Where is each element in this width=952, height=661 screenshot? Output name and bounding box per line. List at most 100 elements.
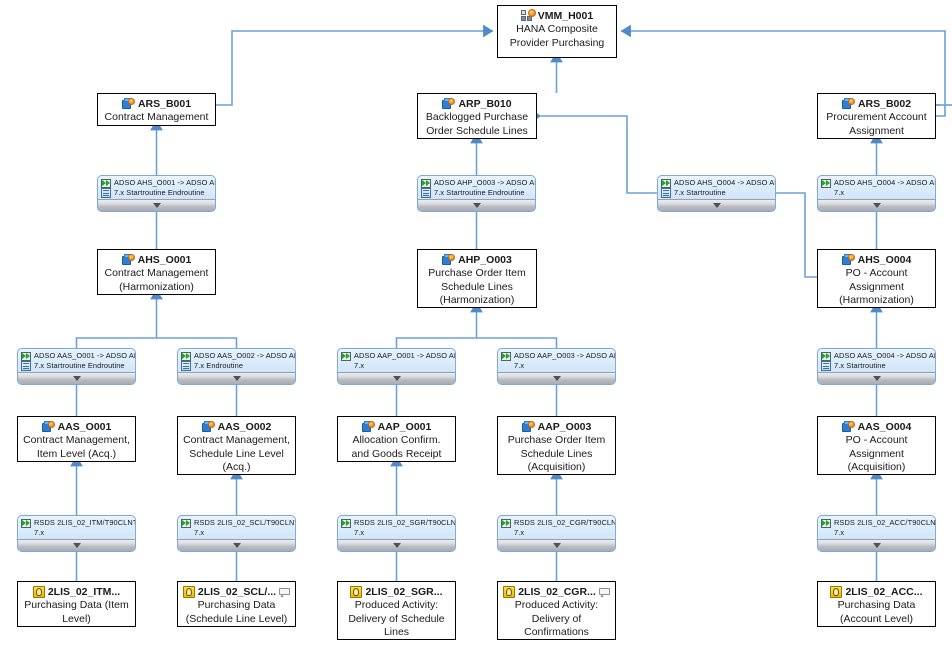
chevron-down-icon[interactable] [392, 543, 401, 548]
transformation-source-target-text: ADSO AAS_O004 -> ADSO AH... [834, 351, 936, 360]
transformation-expand-bar[interactable] [498, 539, 615, 551]
node-title: 2LIS_02_SGR... [338, 585, 455, 599]
transformation-expand-bar[interactable] [338, 372, 455, 384]
cube-icon [841, 421, 855, 433]
node-description-line: Provider Purchasing [509, 36, 605, 49]
node-description-line: Purchase Order Item [428, 267, 526, 279]
transformation-routines: 7.x [818, 188, 935, 198]
node-description-line: Produced Activity: [514, 599, 599, 611]
transformation-expand-bar[interactable] [178, 539, 295, 551]
transformation-tr_ds_scl[interactable]: RSDS 2LIS_02_SCL/T90CLNTO...7.x [177, 515, 296, 552]
cube-icon [41, 421, 55, 433]
transformation-source-target-text: RSDS 2LIS_02_CGR/T90CLNTO... [514, 518, 616, 527]
node-2lis_02_cgr[interactable]: 2LIS_02_CGR...Produced Activity:Delivery… [497, 581, 616, 640]
node-description-line: Allocation Confirm. [352, 434, 441, 446]
transformation-tr_aas_o002_ahs[interactable]: ADSO AAS_O002 -> ADSO AH...7.x Endroutin… [177, 348, 296, 385]
transformation-expand-bar[interactable] [98, 199, 215, 211]
transformation-expand-bar[interactable] [658, 199, 775, 211]
cube-icon [841, 98, 855, 110]
chevron-down-icon[interactable] [872, 203, 881, 208]
transformation-tr_ahs_o004_ars[interactable]: ADSO AHS_O004 -> ADSO AR...7.x [817, 175, 936, 212]
node-description-line: Confirmations [524, 626, 589, 638]
transformation-routines-text: 7.x Startroutine Endroutine [434, 188, 525, 197]
node-title-text: 2LIS_02_ACC... [845, 586, 923, 598]
chevron-down-icon[interactable] [392, 376, 401, 381]
chevron-down-icon[interactable] [232, 376, 241, 381]
transformation-tr_ds_acc[interactable]: RSDS 2LIS_02_ACC/T90CLNTO...7.x [817, 515, 936, 552]
chevron-down-icon[interactable] [152, 203, 161, 208]
transformation-tr_ds_sgr[interactable]: RSDS 2LIS_02_SGR/T90CLNTO...7.x [337, 515, 456, 552]
transformation-tr_ahs_o001_ars[interactable]: ADSO AHS_O001 -> ADSO AR...7.x Startrout… [97, 175, 216, 212]
transformation-expand-bar[interactable] [818, 199, 935, 211]
transformation-tr_aas_o004_ahs[interactable]: ADSO AAS_O004 -> ADSO AH...7.x Startrout… [817, 348, 936, 385]
transformation-icon [821, 351, 831, 361]
chevron-down-icon[interactable] [552, 376, 561, 381]
node-2lis_02_scl[interactable]: 2LIS_02_SCL/...Purchasing Data(Schedule … [177, 581, 296, 627]
transformation-expand-bar[interactable] [818, 372, 935, 384]
node-title-text: AAS_O001 [57, 421, 112, 433]
node-title-text: ARS_B001 [137, 98, 192, 110]
transformation-tr_ds_itm[interactable]: RSDS 2LIS_02_ITM/T90CLNTO...7.x [17, 515, 136, 552]
routine-icon-placeholder [501, 361, 511, 371]
node-description-line: Contract Management [104, 111, 209, 123]
transformation-routines: 7.x [818, 528, 935, 538]
transformation-tr_aas_o001_ahs[interactable]: ADSO AAS_O001 -> ADSO AH...7.x Startrout… [17, 348, 136, 385]
transformation-expand-bar[interactable] [418, 199, 535, 211]
chevron-down-icon[interactable] [872, 376, 881, 381]
transformation-tr_ds_cgr[interactable]: RSDS 2LIS_02_CGR/T90CLNTO...7.x [497, 515, 616, 552]
transformation-tr_ahp_o003_arp[interactable]: ADSO AHP_O003 -> ADSO AR...7.x Startrout… [417, 175, 536, 212]
chevron-down-icon[interactable] [552, 543, 561, 548]
transformation-expand-bar[interactable] [338, 539, 455, 551]
chevron-down-icon[interactable] [872, 543, 881, 548]
node-2lis_02_acc[interactable]: 2LIS_02_ACC...Purchasing Data(Account Le… [817, 581, 936, 627]
node-description-line: Item Level (Acq.) [36, 447, 117, 460]
transformation-routines: 7.x [18, 528, 135, 538]
chevron-down-icon[interactable] [72, 376, 81, 381]
transformation-tr_aap_o003_ahp[interactable]: ADSO AAP_O003 -> ADSO AH...7.x [497, 348, 616, 385]
node-title: AHS_O001 [98, 253, 215, 267]
transformation-tr_ahs_o004_arp[interactable]: ADSO AHS_O004 -> ADSO AR...7.x Startrout… [657, 175, 776, 212]
transformation-tr_aap_o001_ahp[interactable]: ADSO AAP_O001 -> ADSO AH...7.x [337, 348, 456, 385]
transformation-expand-bar[interactable] [18, 372, 135, 384]
transformation-source-target: ADSO AAS_O001 -> ADSO AH... [18, 349, 135, 361]
node-description-line: Backlogged Purchase [425, 111, 529, 123]
chevron-down-icon[interactable] [472, 203, 481, 208]
node-title-text: AAP_O001 [377, 421, 432, 433]
transformation-routines: 7.x Startroutine [818, 361, 935, 371]
transformation-routines: 7.x Endroutine [178, 361, 295, 371]
node-description-line: Assignment [849, 124, 904, 137]
chevron-down-icon[interactable] [232, 543, 241, 548]
node-description-line: Procurement Account [826, 111, 927, 123]
node-description-line: (Acquisition) [527, 461, 586, 473]
node-title: 2LIS_02_CGR... [498, 585, 615, 599]
node-description-line: Level) [62, 612, 91, 625]
node-2lis_02_sgr[interactable]: 2LIS_02_SGR...Produced Activity:Delivery… [337, 581, 456, 640]
transformation-expand-bar[interactable] [18, 539, 135, 551]
transformation-expand-bar[interactable] [178, 372, 295, 384]
node-title: AAS_O001 [18, 420, 135, 434]
node-description-line: Purchase Order Item [507, 434, 606, 446]
transformation-expand-bar[interactable] [818, 539, 935, 551]
chevron-down-icon[interactable] [72, 543, 81, 548]
node-description-line: (Schedule Line Level) [185, 612, 288, 625]
datasource-icon [32, 586, 45, 598]
transformation-icon [21, 351, 31, 361]
node-description-line: Schedule Line Level [189, 447, 284, 460]
transformation-expand-bar[interactable] [498, 372, 615, 384]
note-icon [598, 587, 610, 597]
chevron-down-icon[interactable] [712, 203, 721, 208]
